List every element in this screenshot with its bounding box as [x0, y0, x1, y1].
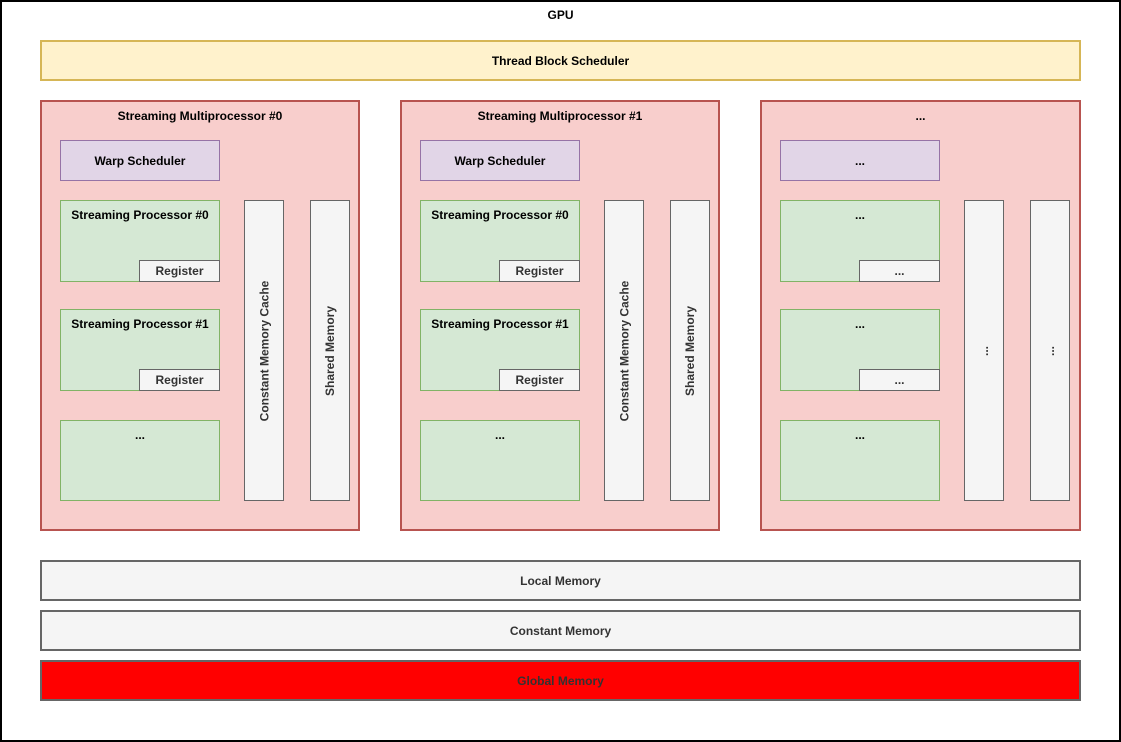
constant-memory-cache-box: Constant Memory Cache [244, 200, 284, 501]
streaming-processor-label: Streaming Processor #1 [431, 317, 569, 331]
gpu-box-title: GPU [547, 8, 574, 22]
streaming-processor-label: ... [854, 208, 865, 222]
streaming-multiprocessor-0: Streaming Multiprocessor #0 Warp Schedul… [40, 100, 360, 531]
shared-memory-box: Shared Memory [670, 200, 710, 501]
register-box: ... [859, 369, 940, 391]
warp-scheduler-box: ... [780, 140, 940, 181]
streaming-processor-1-box: Streaming Processor #1 Register [60, 309, 220, 391]
local-memory-bar: Local Memory [40, 560, 1081, 601]
shared-memory-label: Shared Memory [683, 305, 697, 396]
shared-memory-label: Shared Memory [323, 305, 337, 396]
streaming-processor-1-box: Streaming Processor #1 Register [420, 309, 580, 391]
constant-memory-cache-label: ... [976, 345, 991, 356]
register-box: Register [139, 260, 220, 282]
more-processors-label: ... [134, 428, 145, 442]
constant-memory-cache-label: Constant Memory Cache [617, 280, 632, 421]
more-processors-label: ... [854, 428, 865, 442]
more-processors-box: ... [420, 420, 580, 501]
constant-memory-cache-label: Constant Memory Cache [257, 280, 272, 421]
sm-title: Streaming Multiprocessor #0 [117, 109, 283, 123]
shared-memory-box: Shared Memory [310, 200, 350, 501]
global-memory-label: Global Memory [517, 673, 604, 688]
local-memory-label: Local Memory [520, 573, 601, 588]
sm-title: ... [915, 109, 926, 123]
constant-memory-cache-box: ... [964, 200, 1004, 501]
streaming-processor-label: Streaming Processor #1 [71, 317, 209, 331]
streaming-processor-label: ... [854, 317, 865, 331]
shared-memory-label: ... [1042, 345, 1057, 356]
more-processors-box: ... [60, 420, 220, 501]
more-processors-label: ... [494, 428, 505, 442]
sm-title: Streaming Multiprocessor #1 [477, 109, 643, 123]
thread-block-scheduler-label: Thread Block Scheduler [491, 53, 630, 68]
register-box: Register [499, 369, 580, 391]
warp-scheduler-label: ... [854, 153, 865, 168]
warp-scheduler-label: Warp Scheduler [94, 153, 186, 168]
register-box: ... [859, 260, 940, 282]
global-memory-bar: Global Memory [40, 660, 1081, 701]
warp-scheduler-box: Warp Scheduler [60, 140, 220, 181]
shared-memory-box: ... [1030, 200, 1070, 501]
streaming-multiprocessor-1: Streaming Multiprocessor #1 Warp Schedul… [400, 100, 720, 531]
constant-memory-cache-box: Constant Memory Cache [604, 200, 644, 501]
streaming-processor-0-box: ... ... [780, 200, 940, 282]
register-box: Register [499, 260, 580, 282]
thread-block-scheduler-box: Thread Block Scheduler [40, 40, 1081, 81]
register-box: Register [139, 369, 220, 391]
warp-scheduler-label: Warp Scheduler [454, 153, 546, 168]
streaming-processor-label: Streaming Processor #0 [71, 208, 209, 222]
more-processors-box: ... [780, 420, 940, 501]
streaming-processor-1-box: ... ... [780, 309, 940, 391]
constant-memory-label: Constant Memory [509, 623, 612, 638]
warp-scheduler-box: Warp Scheduler [420, 140, 580, 181]
streaming-processor-label: Streaming Processor #0 [431, 208, 569, 222]
constant-memory-bar: Constant Memory [40, 610, 1081, 651]
streaming-processor-0-box: Streaming Processor #0 Register [420, 200, 580, 282]
streaming-multiprocessor-more: ... ... ... ... ... ... ... ... ... [760, 100, 1081, 531]
streaming-processor-0-box: Streaming Processor #0 Register [60, 200, 220, 282]
